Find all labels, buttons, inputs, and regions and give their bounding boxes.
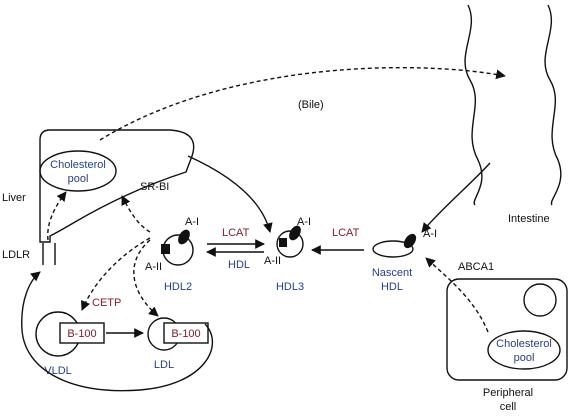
liver-cholesterol-pool-line2: pool [68,173,89,185]
nascent-hdl-apoai [403,233,417,249]
ldlr-receptor [42,243,56,265]
hdl3-apoaii [279,238,287,247]
hdl3-apoai [289,225,301,241]
hdl3-ai-label: A-I [297,216,311,228]
sr-bi-uptake-arrow [121,195,151,233]
ldl-label: LDL [154,359,174,371]
intestine-wall-left [464,4,483,206]
hdl2-apoaii [161,244,170,254]
hdl3-label: HDL3 [276,281,304,293]
ldl-b100-label: B-100 [171,328,200,340]
peripheral-cell-line2: cell [500,401,517,412]
peripheral-cell-line1: Peripheral [483,387,533,399]
vldl-b100-box [59,322,105,344]
nascent-ai-label: A-I [423,228,437,240]
lcat-label-left: LCAT [222,227,250,239]
intestine-wall-right [544,4,562,206]
peripheral-nucleus [523,283,557,317]
hdl3-aii-label: A-II [264,255,281,267]
ldl-b100-box [163,322,209,344]
hdl2-label: HDL2 [164,281,192,293]
peripheral-pool-line1: Cholesterol [496,338,552,350]
vldl-b100-label: B-100 [67,328,96,340]
bile-label: (Bile) [298,99,324,111]
liver-cholesterol-pool [39,150,117,192]
lcat-label-right: LCAT [332,227,360,239]
peripheral-cholesterol-pool [487,330,561,370]
cetp-label: CETP [92,297,121,309]
sr-bi-label: SR-BI [140,181,169,193]
intestine-to-nascent-arrow [421,162,491,233]
abca1-efflux-arrow [425,257,489,333]
hdl2-ai-label: A-I [185,216,199,228]
hdl3-particle [276,230,304,258]
hdl2-aii-label: A-II [145,261,162,273]
liver-cholesterol-pool-line1: Cholesterol [50,159,106,171]
cetp-to-ldl-arrow [133,239,159,317]
peripheral-cell [446,278,568,381]
intestine-label: Intestine [508,213,550,225]
ldl-to-ldlr-arrow [21,271,214,392]
nascent-hdl-line1: Nascent [372,267,412,279]
hdl-lipase-label: HDL [228,259,250,271]
liver-label: Liver [2,192,26,204]
hdl2-apoai [178,229,190,245]
cetp-to-vldl-arrow [81,237,151,311]
bile-arrow [99,66,506,141]
liver-to-hdl3-arrow [187,155,273,233]
liver-outline [39,129,195,243]
peripheral-pool-line2: pool [514,352,535,364]
ldlr-label: LDLR [2,249,30,261]
abca1-label: ABCA1 [458,261,494,273]
vldl-label: VLDL [44,365,72,377]
nascent-hdl-line2: HDL [381,281,403,293]
nascent-hdl-disc [372,240,414,258]
